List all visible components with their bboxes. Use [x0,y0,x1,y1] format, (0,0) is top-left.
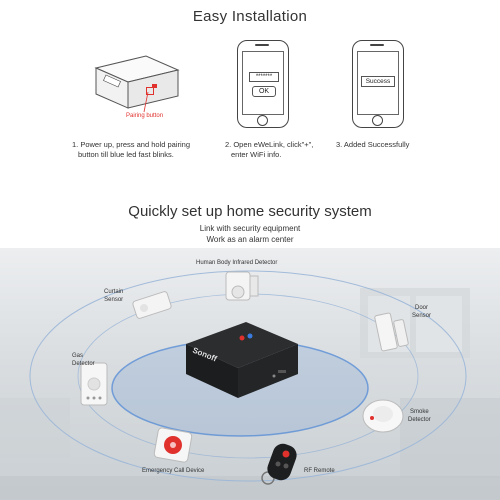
pairing-button-marker [146,87,154,95]
label-gas-line1: Gas [72,353,84,359]
home-scene-background: Sonoff Human Body Infrared Detector Curt… [0,248,500,500]
label-smoke: Smoke Detector [408,408,431,424]
section-title-installation: Easy Installation [192,8,308,25]
step-2-line1: 2. Open eWeLink, click"+", [225,140,314,149]
curtain-sensor-icon [132,291,172,319]
phone-home-button [257,115,268,126]
bridge-device-illustration [94,55,180,109]
security-subtitle-2: Work as an alarm center [206,235,294,244]
door-sensor-icon [374,312,409,352]
label-smoke-line1: Smoke [410,409,429,415]
label-emergency: Emergency Call Device [142,468,205,474]
phone-screen: Success [357,51,399,115]
pairing-pointer-line [143,92,149,113]
gas-detector-icon [80,362,108,406]
emergency-call-button-icon [153,427,193,463]
phone-speaker [370,44,384,46]
pairing-button-label: Pairing button [126,113,164,119]
label-gas-line2: Detector [72,361,95,367]
label-remote: RF Remote [304,468,335,474]
step-2-text: 2. Open eWeLink, click"+", enter WiFi in… [225,140,313,160]
wifi-password-field[interactable]: ******* [249,72,279,82]
phone-step-3: Success [352,40,404,128]
security-subtitle-1: Link with security equipment [199,224,301,233]
step-3-text: 3. Added Successfully [336,140,410,149]
rf-remote-icon [261,443,297,485]
label-curtain-line1: Curtain [104,289,124,295]
step-1-line2: button till blue led fast blinks. [78,150,174,159]
success-message: Success [361,76,395,87]
label-pir: Human Body Infrared Detector [196,260,278,266]
label-door: Door Sensor [412,304,431,320]
step-1-text: 1. Power up, press and hold pairing butt… [72,140,190,160]
phone-step-2: ******* OK [237,40,289,128]
label-door-line1: Door [415,305,429,311]
step-2-line2: enter WiFi info. [231,150,282,159]
label-smoke-line2: Detector [408,417,431,423]
phone-home-button [372,115,383,126]
step-1-line1: 1. Power up, press and hold pairing [72,140,190,149]
label-curtain: Curtain Sensor [104,288,123,304]
label-curtain-line2: Sensor [104,297,124,303]
sonoff-hub-device [186,322,298,398]
phone-screen: ******* OK [242,51,284,115]
ok-button[interactable]: OK [252,86,276,97]
label-gas: Gas Detector [72,352,95,368]
label-door-line2: Sensor [412,313,432,319]
pir-sensor-icon [225,271,259,301]
smoke-detector-icon [362,399,404,433]
section-title-security: Quickly set up home security system [128,203,372,220]
phone-speaker [255,44,269,46]
